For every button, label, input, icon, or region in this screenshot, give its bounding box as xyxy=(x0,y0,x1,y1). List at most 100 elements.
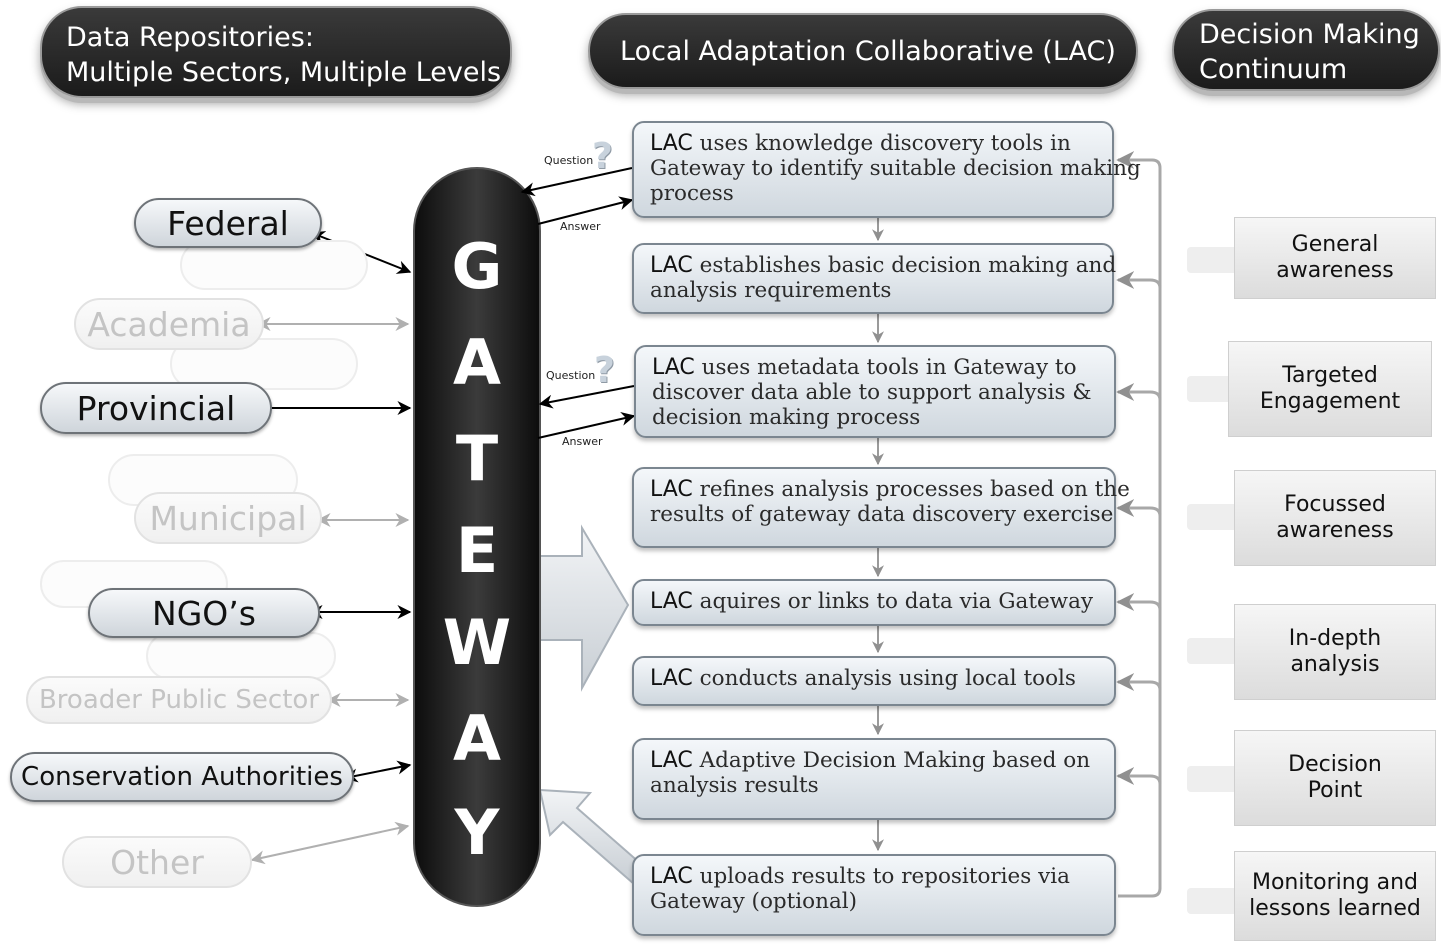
conservation-authorities-connector xyxy=(343,760,412,783)
gateway-column xyxy=(413,167,541,907)
question-arrow-2 xyxy=(538,385,635,409)
lac-label: LAC xyxy=(650,253,693,278)
repo-other-label: Other xyxy=(110,842,204,882)
repo-federal: Federal xyxy=(134,198,322,248)
continuum-tab xyxy=(1187,504,1235,530)
step-8-line-2: Gateway (optional) xyxy=(650,889,858,914)
answer-arrow-1 xyxy=(537,196,634,225)
continuum-line: Decision xyxy=(1288,752,1382,777)
gateway-letter: G xyxy=(451,230,503,303)
continuum-tab xyxy=(1187,376,1235,402)
ghost-pill xyxy=(146,632,336,680)
ghost-pill xyxy=(180,240,368,290)
answer-label-2: Answer xyxy=(562,435,603,448)
header-decision-continuum: Decision Making Continuum xyxy=(1172,9,1440,91)
header-decision-continuum-line-2: Continuum xyxy=(1199,54,1348,85)
step-6-line-1: LAC conducts analysis using local tools xyxy=(650,666,1106,691)
step-text: Adaptive Decision Making based on xyxy=(692,748,1091,773)
step-text: uses metadata tools in Gateway to xyxy=(694,355,1077,380)
repo-provincial: Provincial xyxy=(40,382,272,434)
step-1-line-3: process xyxy=(650,181,734,206)
step-text: establishes basic decision making and xyxy=(692,253,1117,278)
lac-label: LAC xyxy=(650,589,693,614)
lac-label: LAC xyxy=(652,355,695,380)
step-3: LAC uses metadata tools in Gateway to di… xyxy=(634,345,1116,438)
continuum-line: awareness xyxy=(1276,258,1394,283)
feedback-loop xyxy=(1116,151,1162,898)
repo-ngos: NGO’s xyxy=(88,588,320,638)
other-connector xyxy=(250,821,410,865)
repo-broader-public-sector-label: Broader Public Sector xyxy=(38,685,320,715)
repo-federal-label: Federal xyxy=(167,203,289,243)
step-6: LAC conducts analysis using local tools xyxy=(632,656,1116,706)
continuum-monitoring-lessons: Monitoring and lessons learned xyxy=(1234,851,1436,941)
continuum-tab xyxy=(1187,766,1235,792)
header-lac-label: Local Adaptation Collaborative (LAC) xyxy=(620,36,1116,67)
gateway-letter: A xyxy=(453,326,501,399)
step-1-line-2: Gateway to identify suitable decision ma… xyxy=(650,156,1141,181)
question-label-2: Question xyxy=(546,369,596,382)
question-arrow-1 xyxy=(520,167,633,197)
continuum-decision-point: Decision Point xyxy=(1234,730,1436,826)
step-7-line-2: analysis results xyxy=(650,773,819,798)
question-label-1: Question xyxy=(544,154,594,167)
lac-label: LAC xyxy=(650,864,693,889)
continuum-line: awareness xyxy=(1276,518,1394,543)
question-mark-icon: ? xyxy=(594,350,615,391)
step-text: uses knowledge discovery tools in xyxy=(692,131,1071,156)
continuum-targeted-engagement: Targeted Engagement xyxy=(1228,341,1432,437)
continuum-line: Point xyxy=(1307,778,1363,803)
repo-provincial-label: Provincial xyxy=(76,388,236,428)
continuum-tab xyxy=(1187,638,1235,664)
gateway-letter: Y xyxy=(454,796,500,869)
step-7: LAC Adaptive Decision Making based on an… xyxy=(632,738,1116,820)
step-8: LAC uploads results to repositories via … xyxy=(632,854,1116,936)
gateway-letter: A xyxy=(453,702,501,775)
continuum-line: Targeted xyxy=(1282,363,1378,388)
step-4-line-2: results of gateway data discovery exerci… xyxy=(650,502,1114,527)
step-4: LAC refines analysis processes based on … xyxy=(632,467,1130,548)
answer-label-1: Answer xyxy=(560,220,601,233)
repo-conservation-authorities: Conservation Authorities xyxy=(10,752,354,802)
step-5: LAC aquires or links to data via Gateway xyxy=(632,579,1116,626)
repo-municipal: Municipal xyxy=(134,492,322,544)
gateway-letter: W xyxy=(442,606,512,679)
step-text: uploads results to repositories via xyxy=(692,864,1070,889)
step-3-line-2: discover data able to support analysis & xyxy=(652,380,1092,405)
header-decision-continuum-line-1: Decision Making xyxy=(1199,19,1420,50)
step-3-line-1: LAC uses metadata tools in Gateway to xyxy=(652,355,1106,380)
step-2-line-1: LAC establishes basic decision making an… xyxy=(650,253,1116,278)
repo-conservation-authorities-label: Conservation Authorities xyxy=(21,762,343,792)
step-text: aquires or links to data via Gateway xyxy=(692,589,1094,614)
gateway-to-lac-big-arrow xyxy=(539,524,630,692)
step-1: LAC uses knowledge discovery tools in Ga… xyxy=(632,121,1141,218)
repo-broader-public-sector: Broader Public Sector xyxy=(26,676,332,724)
repo-other: Other xyxy=(62,836,252,888)
lac-label: LAC xyxy=(650,748,693,773)
continuum-line: Engagement xyxy=(1259,389,1401,414)
step-2-line-2: analysis requirements xyxy=(650,278,892,303)
step-1-line-1: LAC uses knowledge discovery tools in xyxy=(650,131,1104,156)
question-mark-icon: ? xyxy=(592,136,613,177)
continuum-line: lessons learned xyxy=(1249,896,1421,921)
lac-label: LAC xyxy=(650,666,693,691)
step-4-line-1: LAC refines analysis processes based on … xyxy=(650,477,1130,502)
continuum-line: analysis xyxy=(1290,652,1380,677)
repo-academia-label: Academia xyxy=(87,304,251,344)
continuum-in-depth-analysis: In-depth analysis xyxy=(1234,604,1436,700)
header-data-repositories: Data Repositories: Multiple Sectors, Mul… xyxy=(40,6,512,98)
gateway-letter: E xyxy=(455,514,499,587)
header-data-repositories-line-1: Data Repositories: xyxy=(66,22,314,53)
continuum-focussed-awareness: Focussed awareness xyxy=(1234,470,1436,566)
gateway-letter: T xyxy=(455,422,499,495)
answer-arrow-2 xyxy=(537,411,636,439)
lac-label: LAC xyxy=(650,131,693,156)
header-lac: Local Adaptation Collaborative (LAC) xyxy=(588,13,1138,89)
step-2: LAC establishes basic decision making an… xyxy=(632,243,1116,314)
lac-label: LAC xyxy=(650,477,693,502)
repo-academia: Academia xyxy=(74,298,264,350)
repo-ngos-label: NGO’s xyxy=(152,593,256,633)
step-3-line-3: decision making process xyxy=(652,405,921,430)
step-text: conducts analysis using local tools xyxy=(692,666,1076,691)
